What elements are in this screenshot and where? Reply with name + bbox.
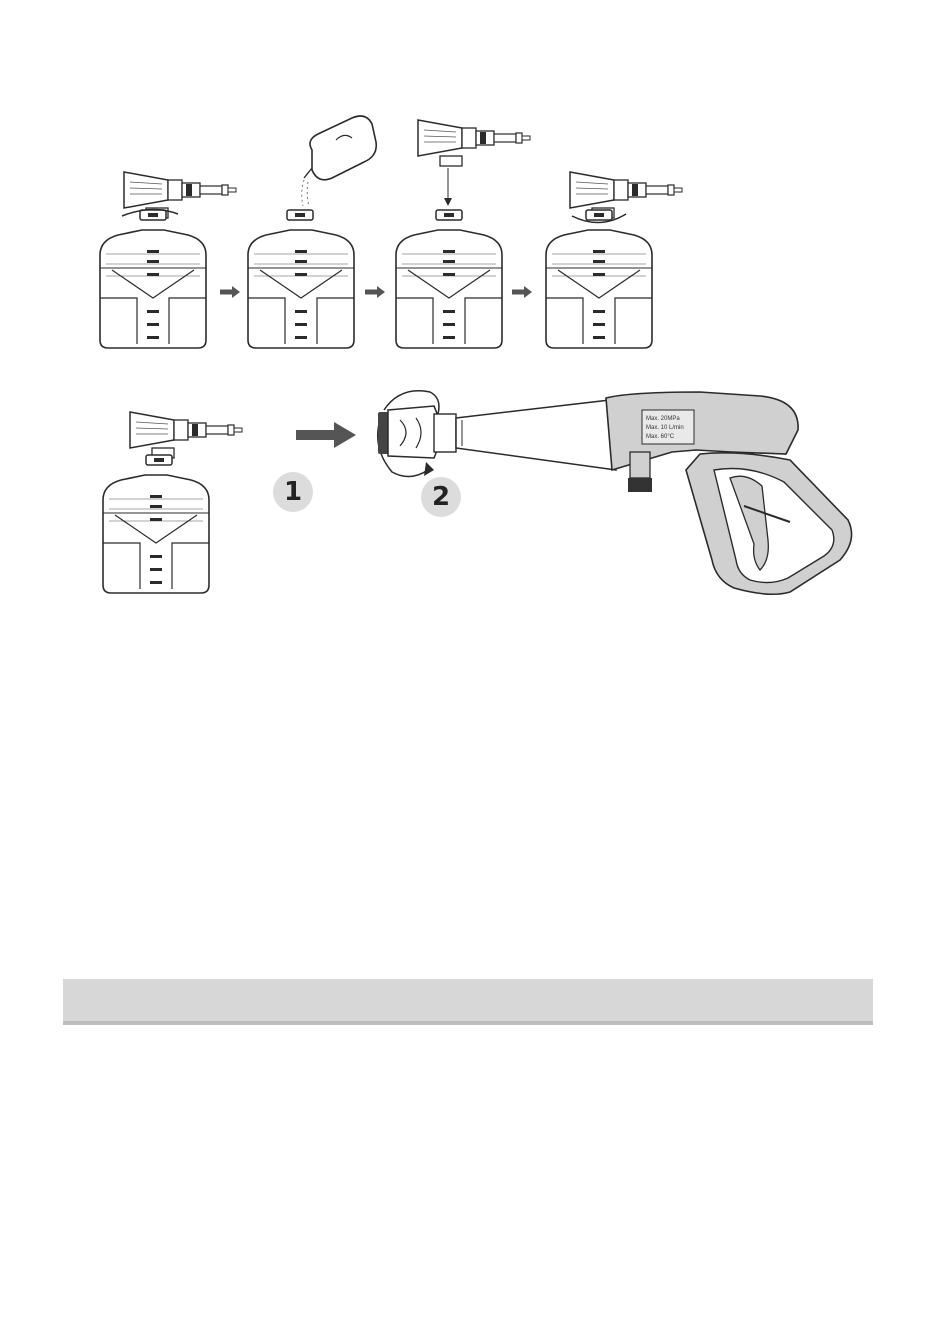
arrow-right-icon xyxy=(296,422,356,448)
gun-label-line-2: Max. 10 L/min xyxy=(646,425,684,431)
detergent-jug-icon xyxy=(302,116,377,206)
arrow-right-icon xyxy=(220,286,240,298)
section-band xyxy=(63,979,873,1025)
step-badge-2: 2 xyxy=(421,477,461,517)
step-3-bottle xyxy=(396,120,530,348)
arrow-right-icon xyxy=(365,286,385,298)
step-badge-1: 1 xyxy=(273,472,313,512)
gun-label-line-3: Max. 60°C xyxy=(646,434,675,440)
gun-label-line-1: Max. 20MPa xyxy=(646,416,680,422)
step-4-bottle xyxy=(546,172,682,348)
arrow-right-icon xyxy=(512,286,532,298)
foam-bottle-icon xyxy=(103,412,242,593)
step-2-bottle xyxy=(248,116,376,348)
step-1-bottle xyxy=(100,172,236,348)
